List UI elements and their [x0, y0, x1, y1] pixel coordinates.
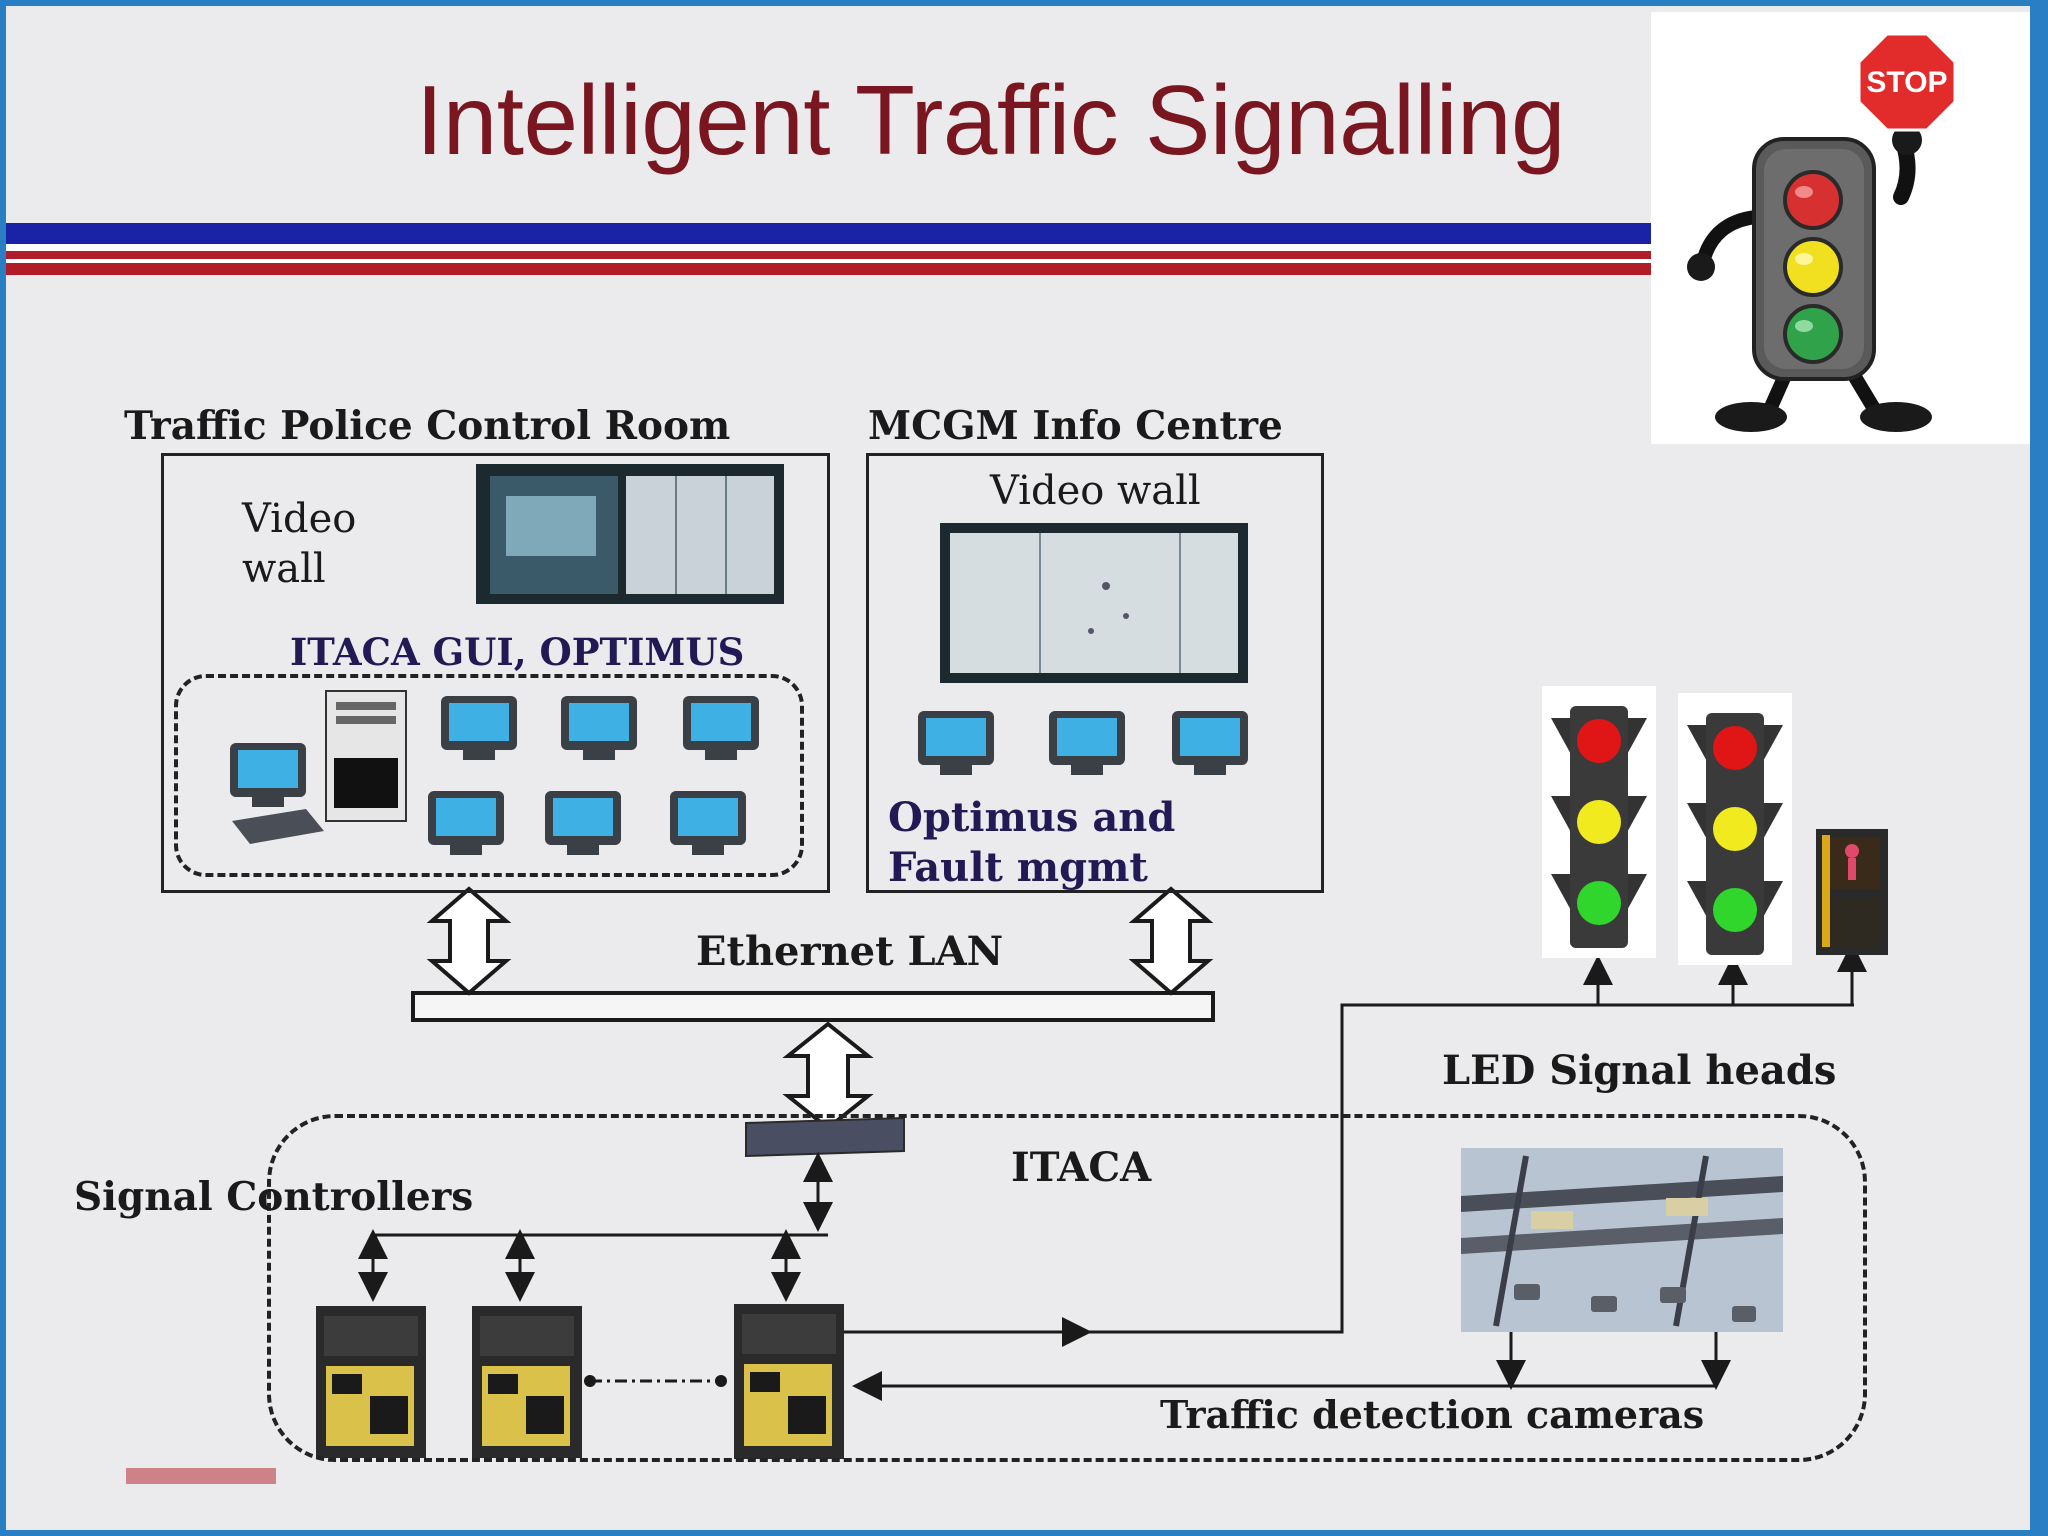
traffic-detection-cameras-label: Traffic detection cameras: [1160, 1392, 1705, 1437]
traffic-police-room-heading: Traffic Police Control Room: [124, 403, 731, 449]
signal-controller-icon: [734, 1304, 844, 1459]
video-wall-label-line1: Video: [242, 496, 357, 542]
signal-controller-icon: [472, 1306, 582, 1458]
slide-title: Intelligent Traffic Signalling: [416, 65, 1566, 175]
slide: Intelligent Traffic Signalling STOP: [6, 6, 2030, 1530]
monitor-icon: [428, 791, 504, 855]
video-wall-mcgm-image: [940, 523, 1248, 683]
keyboard-icon: [232, 809, 324, 844]
title-rule-white-2: [6, 259, 1651, 263]
led-signal-head-icon: [1678, 693, 1792, 965]
title-rule-white: [6, 244, 1651, 251]
signal-controllers-label: Signal Controllers: [74, 1174, 474, 1220]
monitor-icon: [545, 791, 621, 855]
network-switch: [745, 1116, 905, 1158]
mascot-panel: STOP: [1651, 12, 2030, 444]
software-label: ITACA GUI, OPTIMUS: [290, 630, 745, 674]
server-tower-icon: [325, 690, 407, 822]
title-rule-red-2: [6, 263, 1651, 275]
mcgm-caption-line1: Optimus and: [888, 794, 1176, 841]
diagram-graphics: [126, 464, 1888, 1484]
monitor-icon: [441, 696, 517, 760]
title-rule-blue: [6, 223, 1651, 244]
mcgm-video-wall-label: Video wall: [990, 468, 1201, 514]
workstations-dashed-group: [174, 674, 804, 877]
title-rule-red: [6, 251, 1651, 259]
led-signal-head-icon: [1542, 686, 1656, 958]
pedestrian-signal-icon: [1816, 829, 1888, 955]
monitor-icon: [918, 711, 994, 775]
lan-arrow-mcgm: [1128, 886, 1214, 996]
monitor-icon: [683, 696, 759, 760]
lan-arrow-itaca: [782, 1021, 874, 1131]
mcgm-info-centre-box: [866, 453, 1324, 893]
faded-watermark-mark: [126, 1468, 276, 1484]
traffic-light-mascot-icon: STOP: [1687, 32, 1957, 432]
traffic-camera-gantry-image: [1461, 1148, 1783, 1332]
monitor-icon: [1172, 711, 1248, 775]
stop-sign-text: STOP: [1866, 66, 1947, 99]
signal-controller-icon: [316, 1306, 426, 1458]
mcgm-caption-line2: Fault mgmt: [888, 844, 1148, 891]
mcgm-centre-heading: MCGM Info Centre: [868, 403, 1283, 449]
ethernet-lan-label: Ethernet LAN: [696, 928, 1004, 975]
traffic-police-control-room-box: [161, 453, 830, 893]
led-signal-heads-label: LED Signal heads: [1442, 1047, 1837, 1094]
monitor-icon: [230, 743, 306, 807]
video-wall-police-image: [476, 464, 784, 604]
itaca-label: ITACA: [1011, 1144, 1152, 1191]
lan-arrow-police: [426, 886, 512, 996]
video-wall-label-line2: wall: [242, 546, 326, 592]
workstation-group-police: [230, 690, 759, 855]
monitor-icon: [1049, 711, 1125, 775]
monitor-icon: [670, 791, 746, 855]
itaca-dashed-boundary: [267, 1114, 1867, 1462]
workstation-group-mcgm: [918, 711, 1248, 775]
monitor-icon: [561, 696, 637, 760]
ethernet-lan-bus: [411, 991, 1215, 1022]
